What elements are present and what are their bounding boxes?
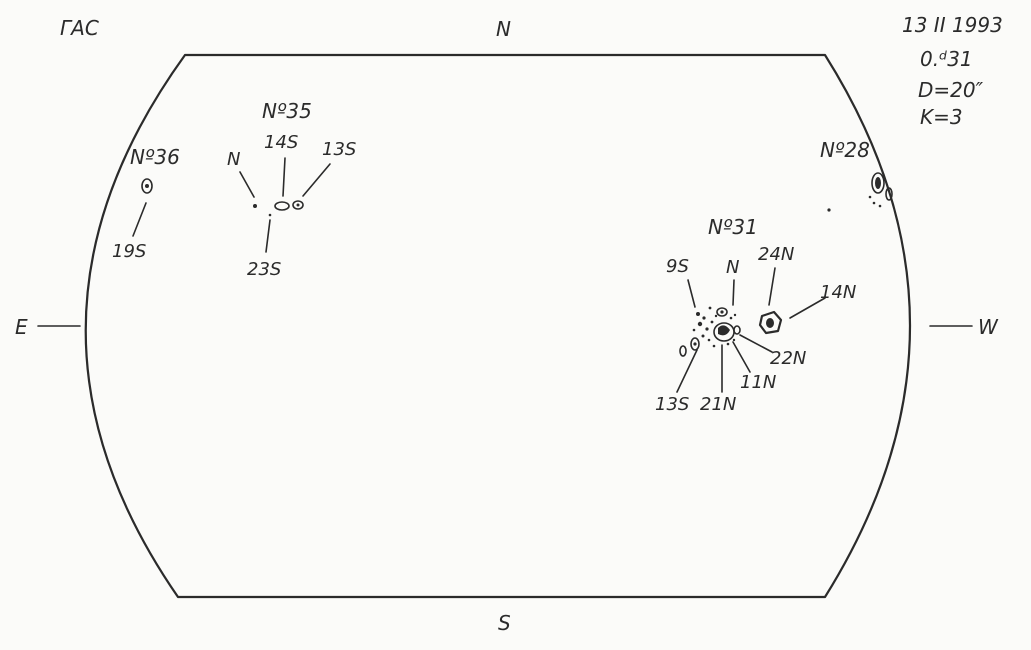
- group-28-spot-main: [871, 172, 885, 194]
- k-value: K=3: [920, 105, 963, 129]
- group-35-number: Nº35: [262, 99, 312, 123]
- group-28-pore-3: [878, 204, 882, 208]
- group-31-spot-n: [716, 307, 728, 317]
- group-31-label-24n: 24N: [758, 244, 794, 265]
- group-31-pores: [692, 306, 737, 348]
- group-36-pointer: [132, 202, 147, 237]
- group-31-number: Nº31: [708, 215, 758, 239]
- group-36-umbra: [145, 184, 149, 188]
- south-label: S: [498, 611, 511, 635]
- group-31-label-22n: 22N: [770, 348, 806, 369]
- group-31-umbra-main: [718, 325, 730, 336]
- group-28-pore-1: [868, 195, 872, 199]
- group-31-spot-11n: [733, 325, 741, 335]
- group-35-spot-n: [253, 204, 257, 208]
- group-35-spot-13s: [292, 200, 304, 210]
- group-28-number: Nº28: [820, 138, 870, 162]
- group-35-label-23s: 23S: [247, 259, 281, 280]
- disk-diameter: D=20″: [918, 78, 984, 102]
- group-31-pointer-9s: [687, 279, 696, 308]
- group-28-pore-2: [872, 201, 876, 205]
- group-31-pointer-14n: [789, 297, 826, 319]
- group-35-label-n: N: [227, 149, 240, 170]
- observation-date: 13 II 1993: [902, 13, 1003, 37]
- group-31-pointer-n: [732, 279, 735, 306]
- group-35-label-13s: 13S: [322, 139, 356, 160]
- observatory-label: ГАС: [60, 16, 99, 40]
- group-31-label-14n: 14N: [820, 282, 856, 303]
- group-31-label-n: N: [726, 257, 739, 278]
- group-31-pointer-24n: [768, 267, 776, 306]
- solar-disk-outline: [84, 53, 911, 599]
- group-31-pointer-22n: [739, 334, 773, 353]
- group-31-spot-13s-b: [679, 345, 687, 357]
- group-31-pointer-13s: [676, 349, 698, 393]
- group-28-spot-follow: [885, 187, 893, 201]
- group-35-pointer-23s: [265, 219, 271, 253]
- group-28: Nº28: [820, 138, 893, 212]
- group-35-spot-23s: [268, 213, 272, 217]
- group-36-number: Nº36: [130, 145, 180, 169]
- group-31-label-11n: 11N: [740, 372, 776, 393]
- group-35: Nº35 N 14S 13S 23S: [227, 99, 356, 280]
- observation-time: 0.ᵈ31: [920, 47, 973, 71]
- group-31-umbra-14n: [766, 318, 774, 328]
- west-label: W: [978, 315, 999, 339]
- group-35-spot-14s: [274, 201, 290, 211]
- group-31-spot-13s: [690, 337, 700, 351]
- group-31-umbra-n: [720, 310, 724, 314]
- group-28-umbra-main: [875, 177, 881, 189]
- group-31-label-13s: 13S: [655, 394, 689, 415]
- group-35-pointer-n: [239, 171, 255, 198]
- group-31-label-9s: 9S: [666, 256, 689, 277]
- group-35-label-14s: 14S: [264, 132, 298, 153]
- north-label: N: [496, 17, 511, 41]
- group-31: Nº31 9S N 24N 14N 22N 11N 21N 13S: [655, 215, 856, 415]
- group-31-label-21n: 21N: [700, 394, 736, 415]
- group-36: Nº36 19S: [112, 145, 180, 262]
- group-35-pointer-13s: [302, 163, 331, 197]
- group-36-spot: [141, 178, 153, 194]
- group-31-spot-14n: [758, 310, 783, 335]
- group-31-pointer-11n: [732, 341, 751, 373]
- group-31-umbra-13s: [693, 342, 697, 346]
- group-36-label-19s: 19S: [112, 241, 146, 262]
- east-label: E: [15, 315, 28, 339]
- group-35-umbra-13s: [296, 203, 300, 207]
- group-35-pointer-14s: [282, 157, 286, 197]
- group-28-pore-4: [827, 208, 831, 212]
